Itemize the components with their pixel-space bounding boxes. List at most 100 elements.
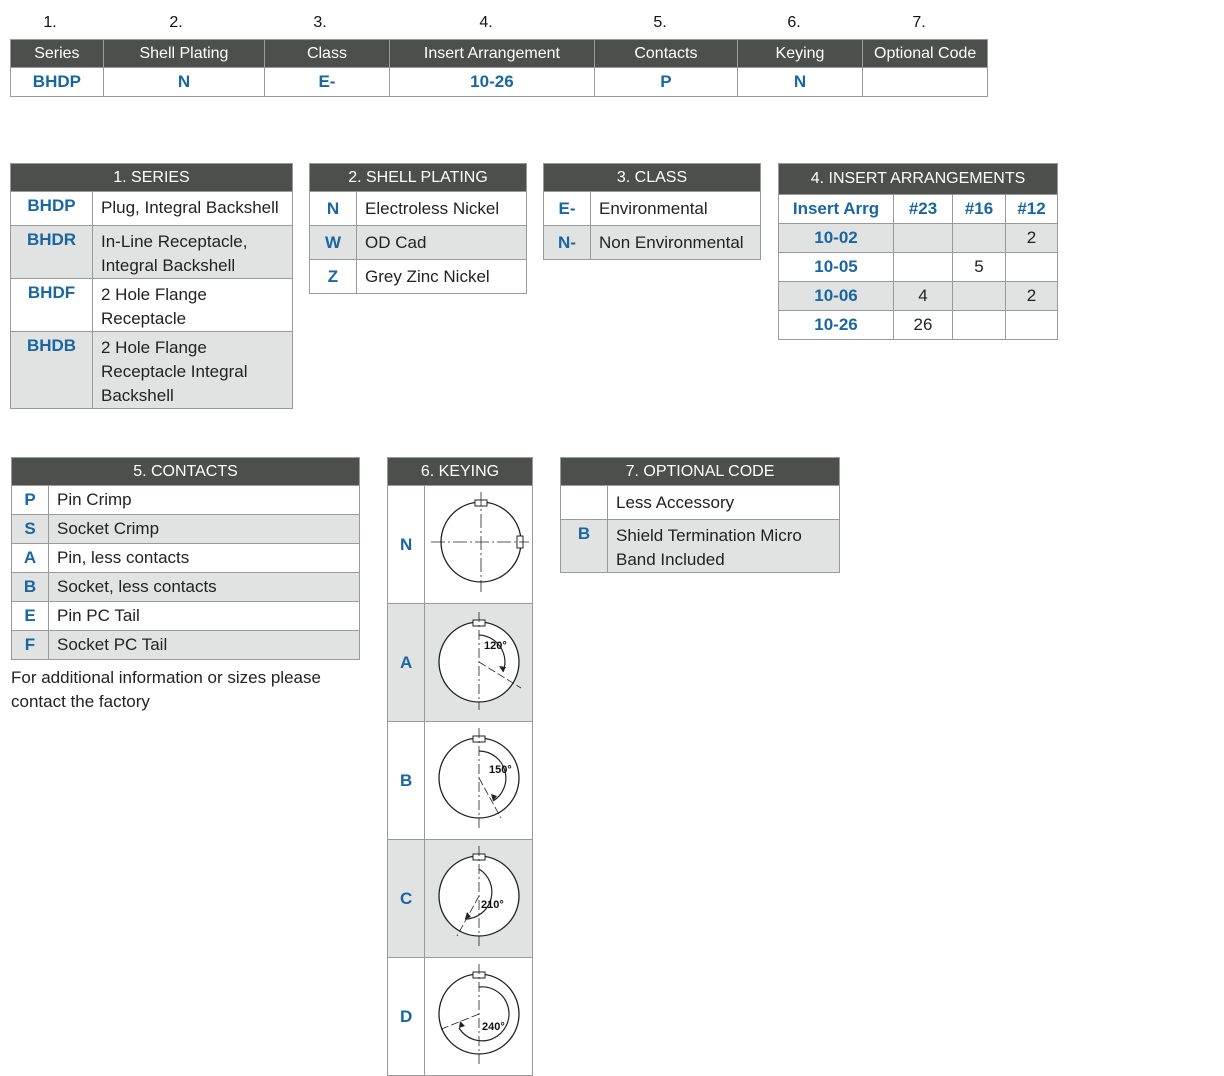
inserts-cell: 2 bbox=[1005, 223, 1058, 253]
class-code: E- bbox=[543, 191, 591, 226]
inserts-cell bbox=[1005, 310, 1058, 340]
contacts-title: 5. CONTACTS bbox=[11, 457, 360, 486]
series-desc: 2 Hole Flange Receptacle bbox=[92, 278, 293, 332]
keying-diagram bbox=[424, 485, 533, 604]
contacts-code: E bbox=[11, 601, 49, 631]
order-number-4: 4. bbox=[479, 14, 493, 31]
table-row: P Pin Crimp bbox=[11, 485, 360, 515]
optional-desc: Shield Termination Micro Band Included bbox=[607, 519, 840, 573]
plating-desc: Electroless Nickel bbox=[356, 191, 527, 226]
plating-code: W bbox=[309, 225, 357, 260]
table-row: BHDB 2 Hole Flange Receptacle Integral B… bbox=[10, 331, 293, 409]
order-header-series: Series bbox=[10, 39, 104, 68]
keying-b-icon: 150° bbox=[437, 728, 520, 828]
order-header-plating: Shell Plating bbox=[102, 39, 266, 68]
contacts-desc: Socket PC Tail bbox=[48, 630, 360, 660]
order-number-7: 7. bbox=[912, 14, 926, 31]
inserts-cell bbox=[1005, 252, 1058, 282]
keying-diagram: 240° bbox=[424, 957, 533, 1076]
table-row: 10-02 2 bbox=[778, 223, 1058, 253]
series-table: 1. SERIES BHDP Plug, Integral Backshell … bbox=[10, 163, 293, 409]
keying-angle: 120° bbox=[484, 640, 507, 652]
plating-code: Z bbox=[309, 259, 357, 294]
optional-table: 7. OPTIONAL CODE Less Accessory B Shield… bbox=[560, 457, 840, 573]
order-value-keying: N bbox=[736, 67, 864, 97]
table-row: S Socket Crimp bbox=[11, 514, 360, 544]
order-number-6: 6. bbox=[787, 14, 801, 31]
order-value-class: E- bbox=[264, 67, 390, 97]
inserts-cell: 10-06 bbox=[778, 281, 894, 311]
table-row: B Shield Termination Micro Band Included bbox=[560, 519, 840, 573]
order-header-contacts: Contacts bbox=[594, 39, 738, 68]
inserts-cell: 4 bbox=[893, 281, 953, 311]
table-row: B 150° bbox=[386, 721, 533, 840]
plating-desc: OD Cad bbox=[356, 225, 527, 260]
order-header-class: Class bbox=[264, 39, 390, 68]
class-code: N- bbox=[543, 225, 591, 260]
contacts-desc: Pin Crimp bbox=[48, 485, 360, 515]
keying-code: A bbox=[386, 603, 426, 722]
class-title: 3. CLASS bbox=[543, 163, 761, 192]
order-number-5: 5. bbox=[653, 14, 667, 31]
table-row: BHDF 2 Hole Flange Receptacle bbox=[10, 278, 293, 332]
keying-d-icon: 240° bbox=[437, 964, 520, 1064]
optional-code: B bbox=[560, 519, 608, 573]
order-numbers: 1. 2. 3. 4. 5. 6. 7. bbox=[10, 14, 988, 34]
table-row: BHDP Plug, Integral Backshell bbox=[10, 191, 293, 226]
table-row: E- Environmental bbox=[543, 191, 761, 226]
order-value-insert: 10-26 bbox=[388, 67, 596, 97]
inserts-col-header: #16 bbox=[952, 194, 1006, 224]
optional-desc: Less Accessory bbox=[607, 485, 840, 520]
keying-code: N bbox=[386, 485, 426, 604]
table-row: 10-05 5 bbox=[778, 252, 1058, 282]
class-desc: Environmental bbox=[590, 191, 761, 226]
keying-code: C bbox=[386, 839, 426, 958]
inserts-table: 4. INSERT ARRANGEMENTS Insert Arrg #23 #… bbox=[778, 163, 1058, 340]
inserts-cell bbox=[952, 281, 1006, 311]
order-number-2: 2. bbox=[169, 14, 183, 31]
inserts-cell bbox=[952, 223, 1006, 253]
inserts-cell bbox=[952, 310, 1006, 340]
order-value-series: BHDP bbox=[10, 67, 104, 97]
table-row: BHDR In-Line Receptacle, Integral Backsh… bbox=[10, 225, 293, 279]
order-value-plating: N bbox=[102, 67, 266, 97]
optional-code bbox=[560, 485, 608, 520]
contacts-table: 5. CONTACTS P Pin Crimp S Socket Crimp A… bbox=[11, 457, 360, 660]
contacts-code: P bbox=[11, 485, 49, 515]
keying-code: B bbox=[386, 721, 426, 840]
order-header-optional: Optional Code bbox=[862, 39, 988, 68]
inserts-cell: 5 bbox=[952, 252, 1006, 282]
plating-code: N bbox=[309, 191, 357, 226]
keying-code: D bbox=[386, 957, 426, 1076]
series-code: BHDF bbox=[10, 278, 93, 332]
inserts-col-header: #23 bbox=[893, 194, 953, 224]
contacts-desc: Socket Crimp bbox=[48, 514, 360, 544]
series-code: BHDB bbox=[10, 331, 93, 409]
keying-n-icon bbox=[430, 492, 529, 592]
table-row: E Pin PC Tail bbox=[11, 601, 360, 631]
table-row: N- Non Environmental bbox=[543, 225, 761, 260]
table-row: Less Accessory bbox=[560, 485, 840, 520]
table-row: D 240° bbox=[386, 957, 533, 1076]
plating-title: 2. SHELL PLATING bbox=[309, 163, 527, 192]
order-header-insert: Insert Arrangement bbox=[388, 39, 596, 68]
table-row: N bbox=[386, 485, 533, 604]
series-desc: 2 Hole Flange Receptacle Integral Backsh… bbox=[92, 331, 293, 409]
class-desc: Non Environmental bbox=[590, 225, 761, 260]
keying-angle: 210° bbox=[481, 899, 504, 911]
optional-title: 7. OPTIONAL CODE bbox=[560, 457, 840, 486]
keying-title: 6. KEYING bbox=[387, 457, 533, 486]
inserts-cell bbox=[893, 252, 953, 282]
keying-a-icon: 120° bbox=[437, 612, 521, 710]
plating-table: 2. SHELL PLATING N Electroless Nickel W … bbox=[309, 163, 527, 294]
contacts-note: For additional information or sizes plea… bbox=[11, 668, 321, 711]
order-number-1: 1. bbox=[43, 14, 57, 31]
inserts-title: 4. INSERT ARRANGEMENTS bbox=[778, 163, 1058, 195]
series-desc: Plug, Integral Backshell bbox=[92, 191, 293, 226]
series-desc: In-Line Receptacle, Integral Backshell bbox=[92, 225, 293, 279]
table-row: A 120° bbox=[386, 603, 533, 722]
inserts-cell: 10-05 bbox=[778, 252, 894, 282]
contacts-desc: Socket, less contacts bbox=[48, 572, 360, 602]
table-row: F Socket PC Tail bbox=[11, 630, 360, 660]
table-row: A Pin, less contacts bbox=[11, 543, 360, 573]
